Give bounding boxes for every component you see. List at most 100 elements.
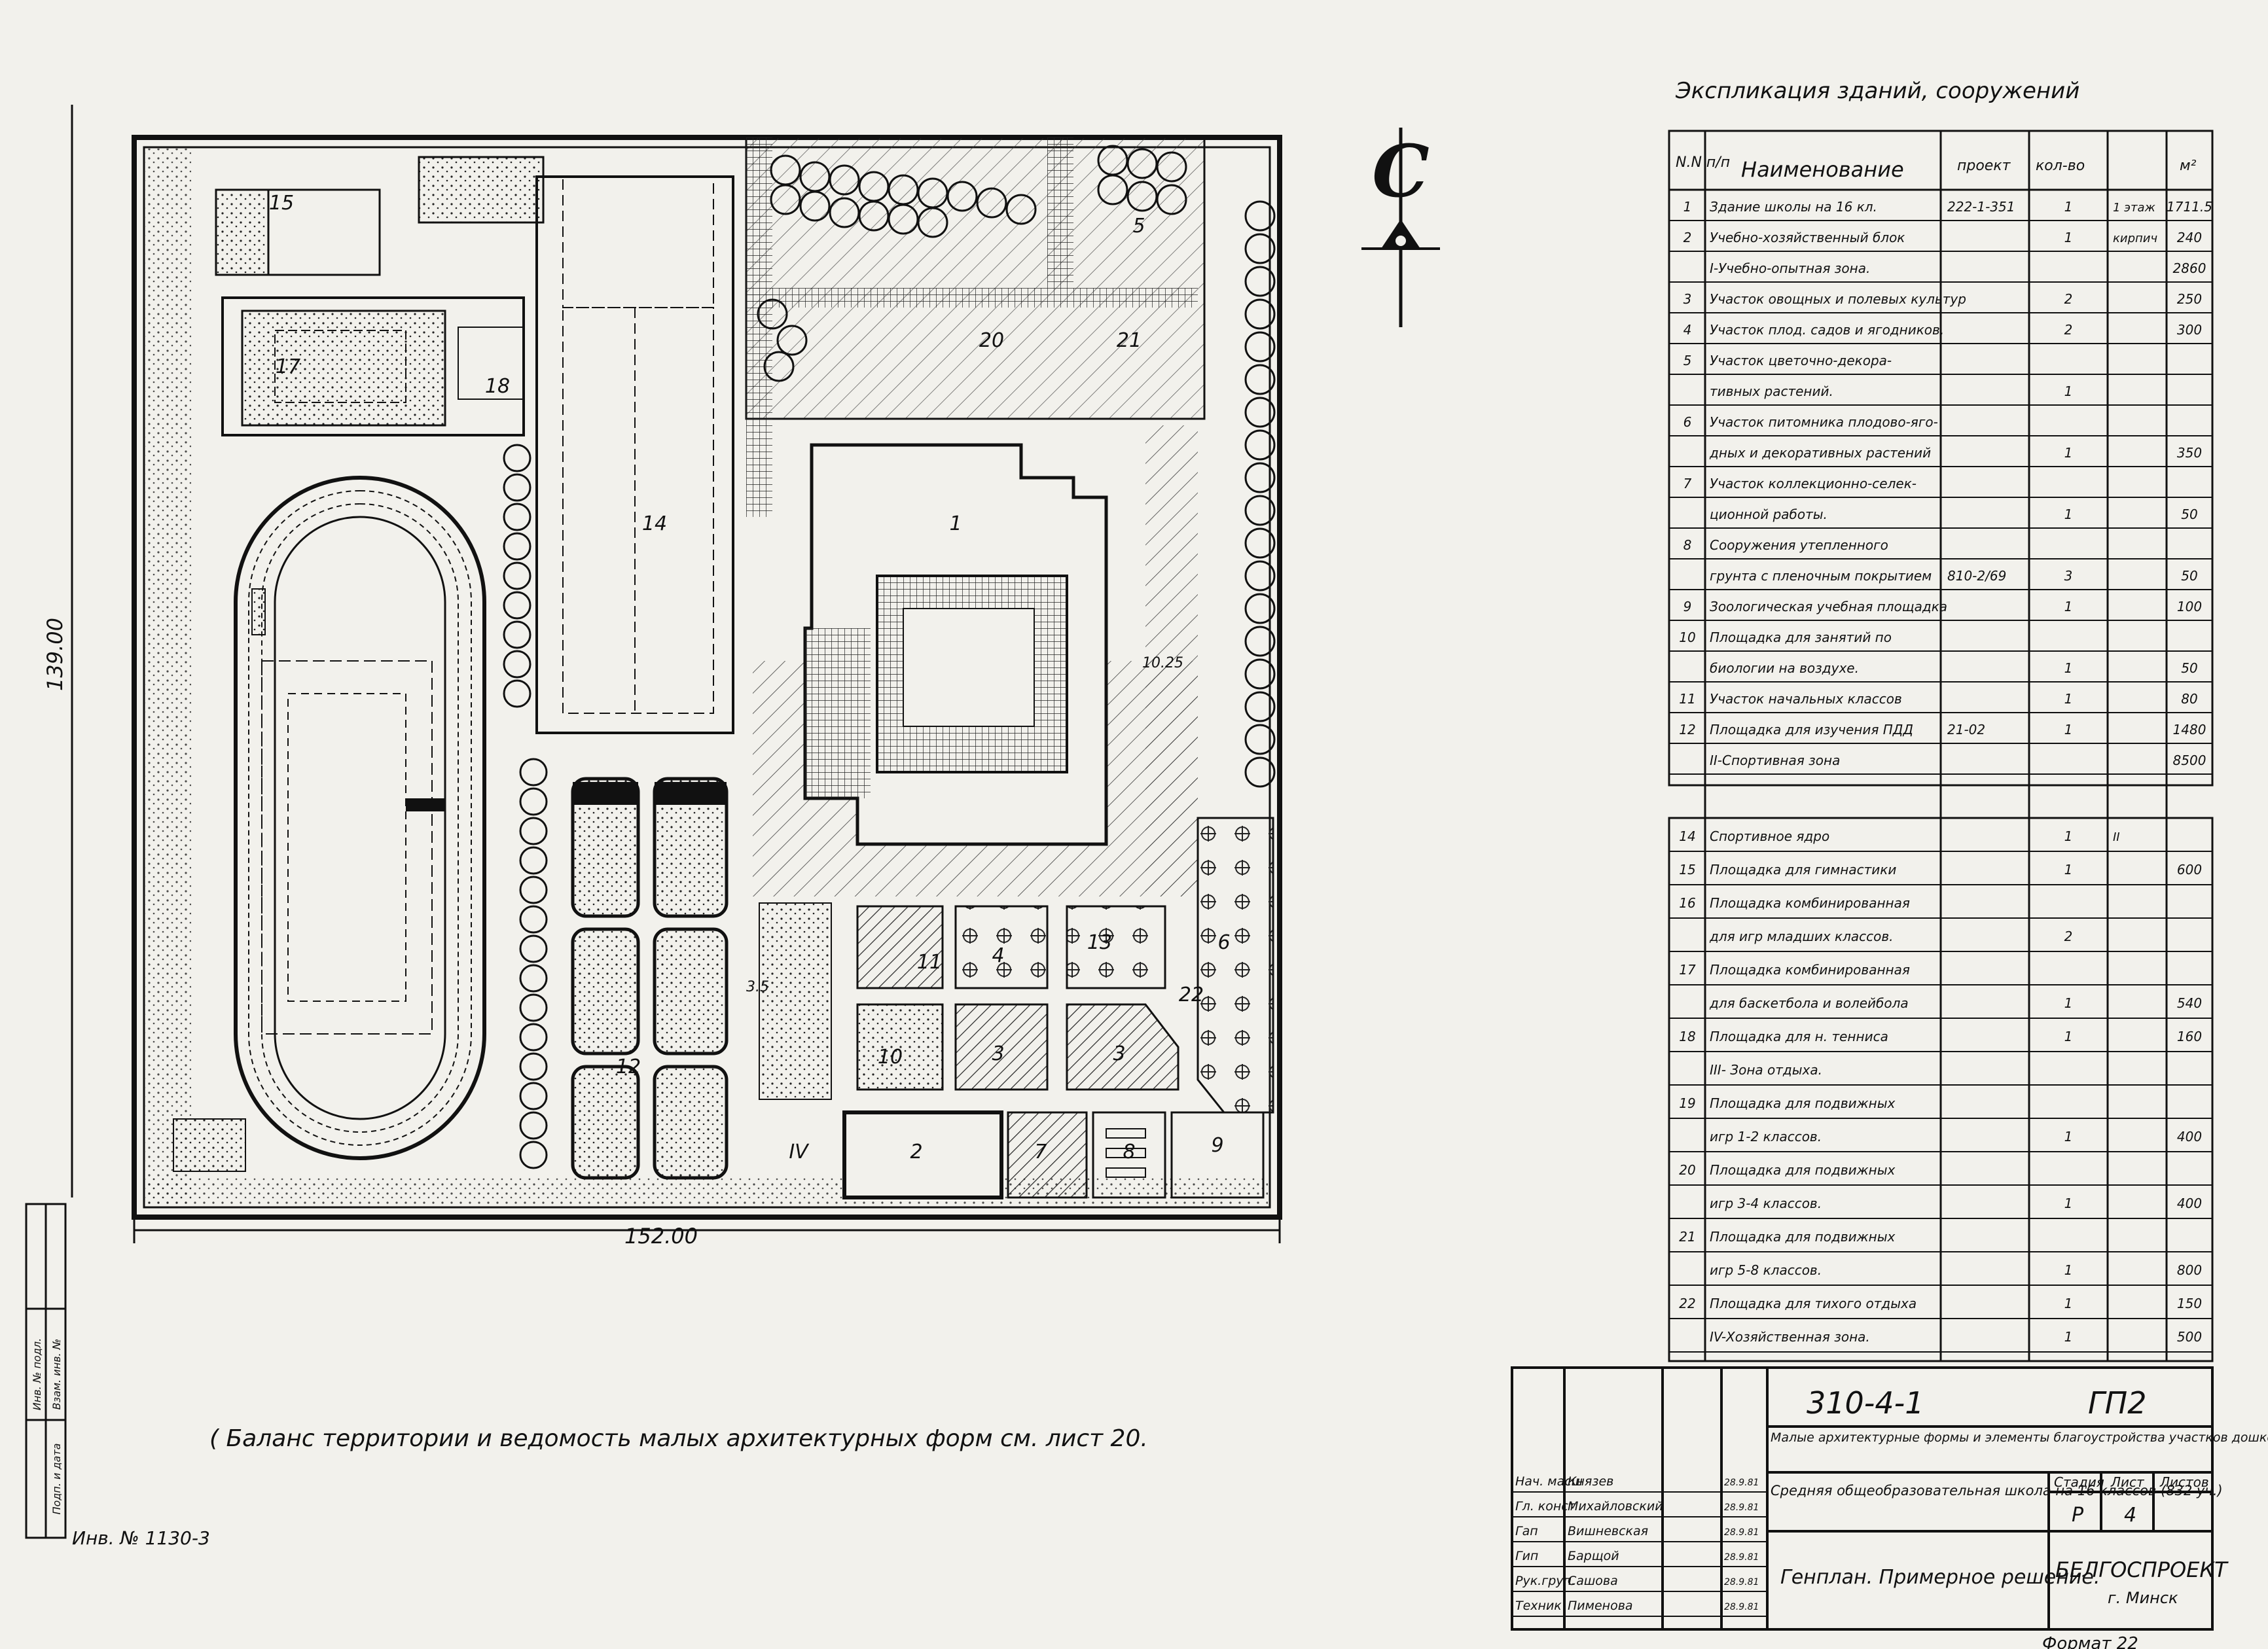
- explication-row-area: 1711.5: [2167, 199, 2212, 215]
- area-15: [215, 156, 545, 276]
- role-title: Гл. конст: [1515, 1499, 1576, 1514]
- explication-row-project: 810-2/69: [1947, 568, 2006, 584]
- explication-row-qty: 1: [2064, 995, 2073, 1011]
- role-title: Техник: [1515, 1599, 1562, 1613]
- area-number-label: 3: [1113, 1042, 1125, 1065]
- explication-row-name: Площадка для н. тенниса: [1710, 1029, 1888, 1044]
- explication-row-project: 21-02: [1947, 722, 1985, 737]
- area-number-label: 1: [949, 512, 962, 535]
- explication-row-name: тивных растений.: [1710, 383, 1833, 399]
- explication-row-num: 15: [1679, 862, 1695, 878]
- explication-header-num: N.N п/п: [1676, 154, 1730, 171]
- dimension-small-a: 3.5: [746, 979, 769, 995]
- explication-row-name: для игр младших классов.: [1709, 929, 1894, 944]
- explication-row-num: 8: [1683, 537, 1692, 553]
- area-number-label: 15: [269, 192, 294, 215]
- area-number-label: 13: [1087, 931, 1112, 954]
- side-stamp-label: Взам. инв. №: [50, 1339, 63, 1410]
- explication-row-qty: 2: [2064, 929, 2073, 944]
- explication-row-qty: 1: [2064, 862, 2073, 878]
- explication-row-name: Площадка для изучения ПДД: [1710, 722, 1913, 737]
- tree-cluster-north: [757, 145, 1187, 382]
- title-sheets-label: Листов: [2159, 1474, 2209, 1490]
- footnote: ( Баланс территории и ведомость малых ар…: [209, 1425, 1148, 1452]
- explication-row-name: IV-Хозяйственная зона.: [1710, 1329, 1870, 1345]
- dimension-lines: [71, 105, 1281, 1243]
- title-org: БЕЛГОСПРОЕКТ: [2055, 1557, 2229, 1582]
- explication-row-name: игр 5-8 классов.: [1710, 1262, 1822, 1278]
- explication-row-qty: 1: [2064, 199, 2073, 215]
- explication-row-area: 100: [2177, 599, 2202, 614]
- role-date: 28.9.81: [1724, 1577, 1759, 1587]
- explication-row-area: 80: [2181, 691, 2197, 707]
- explication-row-name: III- Зона отдыха.: [1710, 1062, 1822, 1078]
- role-name: Барщой: [1568, 1549, 1619, 1563]
- explication-title: Экспликация зданий, сооружений: [1675, 78, 2079, 104]
- side-stamp-label: Подп. и дата: [50, 1444, 63, 1515]
- explication-row-num: 11: [1679, 691, 1695, 707]
- explication-row-name: ционной работы.: [1710, 506, 1827, 522]
- area-number-label: 11: [917, 951, 942, 974]
- title-city: г. Минск: [2108, 1589, 2178, 1607]
- explication-row-area: 50: [2181, 506, 2197, 522]
- explication-row-area: 50: [2181, 568, 2197, 584]
- explication-row-name: Площадка для подвижных: [1710, 1095, 1895, 1111]
- explication-row-area: 2860: [2173, 260, 2206, 276]
- explication-row-qty: 1: [2064, 230, 2073, 245]
- explication-row-area: 400: [2177, 1196, 2202, 1211]
- title-sheet-code: ГП2: [2088, 1385, 2146, 1421]
- explication-row-num: 1: [1683, 199, 1692, 215]
- explication-row-project: 222-1-351: [1947, 199, 2015, 215]
- explication-row-name: Участок плод. садов и ягодников.: [1710, 322, 1944, 338]
- inventory-number: Инв. № 1130-3: [72, 1527, 210, 1549]
- role-date: 28.9.81: [1724, 1502, 1759, 1513]
- area-number-label: 7: [1034, 1141, 1047, 1163]
- area-number-label: 18: [485, 375, 510, 398]
- explication-row-qty: 1: [2064, 383, 2073, 399]
- explication-row-num: 17: [1679, 962, 1696, 978]
- role-date: 28.9.81: [1724, 1527, 1759, 1538]
- role-name: Вишневская: [1568, 1524, 1648, 1538]
- explication-row-qty: 2: [2064, 291, 2073, 307]
- explication-row-name: Здание школы на 16 кл.: [1710, 199, 1877, 215]
- explication-row-name: Спортивное ядро: [1710, 828, 1829, 844]
- explication-row-name: Площадка для подвижных: [1710, 1162, 1895, 1178]
- explication-row-num: 7: [1683, 476, 1692, 491]
- explication-row-area: 240: [2177, 230, 2202, 245]
- area-number-label: 14: [642, 512, 667, 535]
- explication-row-qty: 3: [2064, 568, 2073, 584]
- area-number-label: IV: [789, 1141, 810, 1163]
- area-number-label: 3: [992, 1042, 1004, 1065]
- role-name: Михайловский: [1568, 1499, 1663, 1514]
- area-number-label: 2: [910, 1141, 922, 1163]
- explication-row-qty: 1: [2064, 1129, 2073, 1144]
- side-stamp-label: Инв. № подл.: [31, 1338, 43, 1410]
- area-2-9: [842, 1110, 1265, 1199]
- explication-row-name: Зоологическая учебная площадка: [1710, 599, 1947, 614]
- dimension-small-b: 10.25: [1142, 655, 1183, 671]
- explication-row-qty: 1: [2064, 691, 2073, 707]
- explication-row-area: 8500: [2173, 753, 2206, 768]
- explication-row-num: 22: [1679, 1296, 1695, 1311]
- explication-row-name: Участок коллекционно-селек-: [1710, 476, 1917, 491]
- explication-row-num: 5: [1683, 353, 1692, 368]
- explication-row-name: II-Спортивная зона: [1710, 753, 1840, 768]
- explication-row-name: Учебно-хозяйственный блок: [1710, 230, 1905, 245]
- title-drawing-name: Генплан. Примерное решение.: [1780, 1566, 2100, 1589]
- explication-row-name: Площадка для подвижных: [1710, 1229, 1895, 1245]
- explication-row-qty: 1: [2064, 1262, 2073, 1278]
- role-name: Князев: [1568, 1474, 1613, 1489]
- title-code: 310-4-1: [1807, 1385, 1924, 1421]
- building-1-zone: [753, 425, 1198, 896]
- title-stage-label: Стадия: [2054, 1474, 2104, 1490]
- area-number-label: 9: [1211, 1134, 1223, 1157]
- explication-row-num: 12: [1679, 722, 1695, 737]
- explication-row-qty: 1: [2064, 1329, 2073, 1345]
- area-14: [535, 175, 734, 734]
- explication-row-name: Участок овощных и полевых культур: [1710, 291, 1966, 307]
- north-letter: С: [1372, 129, 1430, 213]
- explication-header-project: проект: [1957, 158, 2011, 174]
- area-number-label: 4: [992, 944, 1004, 967]
